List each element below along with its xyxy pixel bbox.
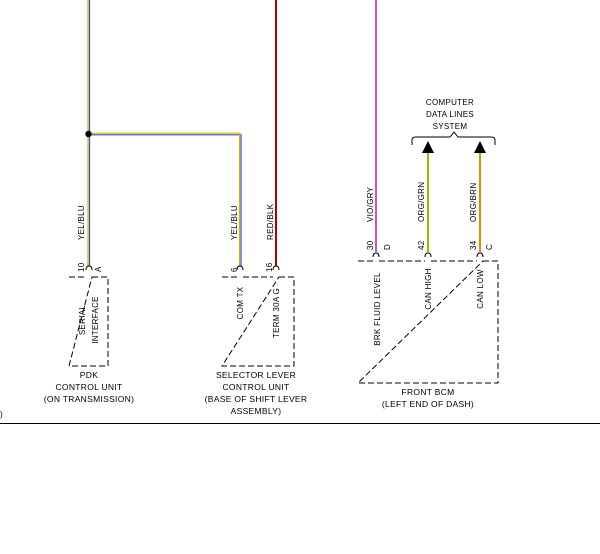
front-bcm: 30 D 42 34 C BRK FLUID LEVEL CAN HIGH CA… bbox=[356, 240, 499, 409]
splice-dot bbox=[85, 130, 92, 138]
bcm-pin3-label: CAN LOW bbox=[476, 269, 485, 309]
selector-pin2-number: 16 bbox=[265, 262, 274, 272]
selector-name-2: CONTROL UNIT bbox=[222, 382, 289, 392]
pdk-pin-label-1: SERIAL bbox=[78, 305, 87, 336]
bcm-pin2-label: CAN HIGH bbox=[424, 268, 433, 310]
bcm-pin1-label: BRK FLUID LEVEL bbox=[373, 272, 382, 346]
pdk-control-unit: 10 A SERIAL INTERFACE PDK CONTROL UNIT (… bbox=[44, 262, 134, 404]
data-lines-title-2: DATA LINES bbox=[426, 110, 474, 119]
wire-label-org-brn: ORG/BRN bbox=[469, 183, 478, 222]
bcm-pin1-letter: D bbox=[383, 244, 392, 250]
bcm-connector-pin2 bbox=[424, 252, 432, 258]
bcm-pin3-number: 34 bbox=[469, 240, 478, 250]
pdk-name-2: CONTROL UNIT bbox=[55, 382, 122, 392]
bcm-pin3-letter: C bbox=[485, 244, 494, 250]
can-low-arrow-icon bbox=[474, 141, 486, 153]
wire-label-red-blk: RED/BLK bbox=[266, 203, 275, 240]
bcm-name-1: FRONT BCM bbox=[401, 387, 454, 397]
pdk-name-1: PDK bbox=[80, 370, 98, 380]
selector-pin1-number: 6 bbox=[230, 267, 239, 272]
bcm-pin1-number: 30 bbox=[366, 240, 375, 250]
pdk-pin-number: 10 bbox=[77, 262, 86, 272]
wires bbox=[87, 0, 481, 266]
wire-label-vio-gry: VIO/GRY bbox=[366, 186, 375, 222]
pdk-name-3: (ON TRANSMISSION) bbox=[44, 394, 134, 404]
pdk-pin-label-2: INTERFACE bbox=[91, 296, 100, 344]
wire-label-org-grn: ORG/GRN bbox=[417, 182, 426, 222]
selector-box bbox=[221, 276, 295, 367]
bcm-connector-pin3 bbox=[476, 252, 484, 258]
wire-label-yel-blu-left: YEL/BLU bbox=[77, 205, 86, 240]
wire-label-yel-blu-right: YEL/BLU bbox=[230, 205, 239, 240]
edge-fragment: ) bbox=[0, 410, 3, 419]
selector-name-3: (BASE OF SHIFT LEVER bbox=[205, 394, 308, 404]
bcm-connector-pin1 bbox=[372, 252, 380, 258]
data-lines-bracket bbox=[411, 131, 496, 145]
can-high-arrow-icon bbox=[422, 141, 434, 153]
bcm-pin2-number: 42 bbox=[417, 240, 426, 250]
data-lines-title-1: COMPUTER bbox=[426, 98, 474, 107]
selector-pin2-label: TERM 30A G bbox=[272, 288, 281, 338]
bcm-box bbox=[356, 260, 499, 384]
selector-name-1: SELECTOR LEVER bbox=[216, 370, 296, 380]
selector-lever-control-unit: 6 16 COM TX TERM 30A G SELECTOR LEVER CO… bbox=[205, 262, 308, 416]
bcm-name-2: (LEFT END OF DASH) bbox=[382, 399, 474, 409]
data-lines-title-3: SYSTEM bbox=[433, 122, 468, 131]
selector-name-4: ASSEMBLY) bbox=[231, 406, 282, 416]
pdk-box bbox=[68, 276, 109, 367]
pdk-connector-pin bbox=[85, 265, 93, 271]
selector-connector-pin2 bbox=[272, 265, 280, 271]
selector-connector-pin1 bbox=[236, 265, 244, 271]
pdk-pin-letter: A bbox=[94, 266, 103, 272]
selector-pin1-label: COM TX bbox=[236, 286, 245, 319]
